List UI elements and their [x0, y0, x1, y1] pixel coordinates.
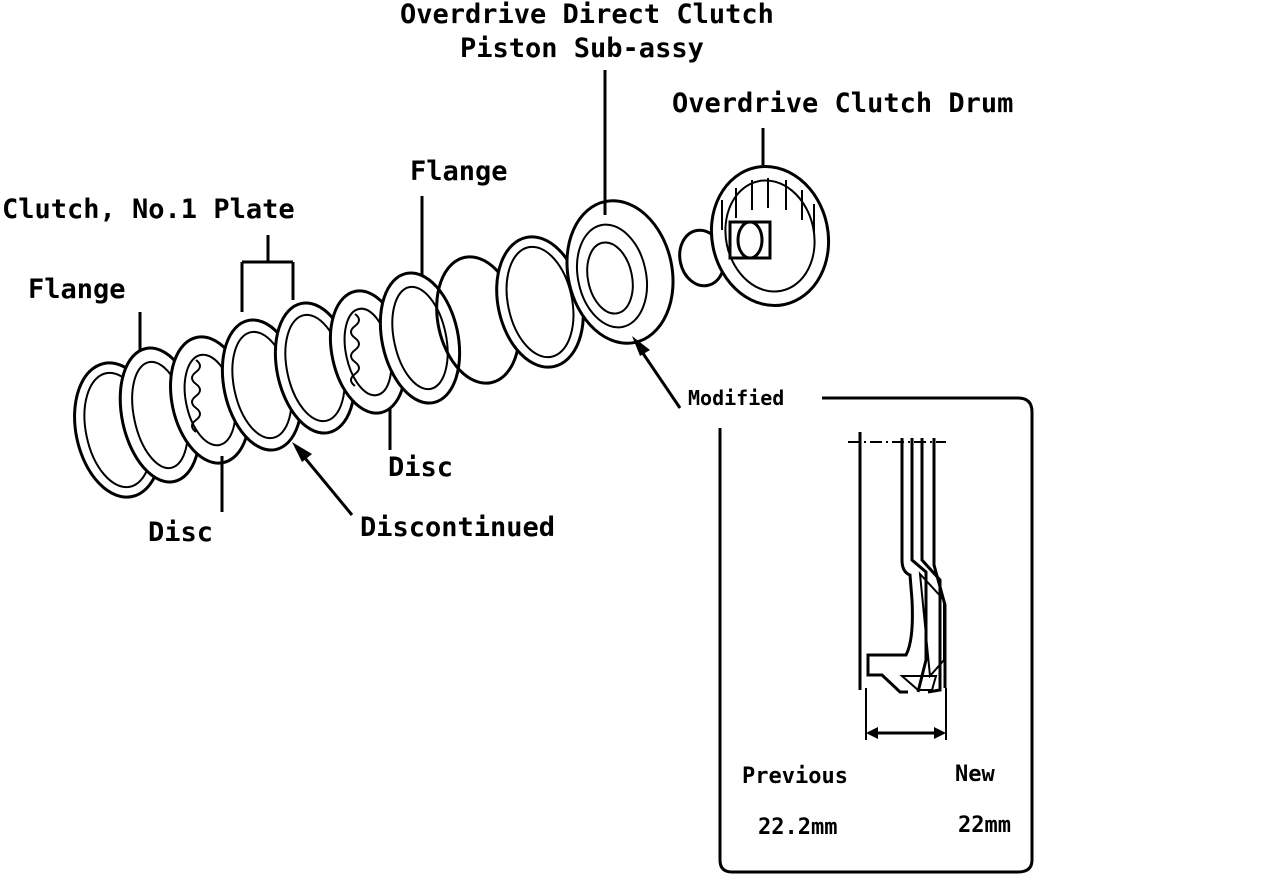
bracket-clutch-plate: [240, 235, 295, 312]
label-overdrive-direct-clutch-line2: Piston Sub-assy: [460, 33, 704, 64]
label-flange-left: Flange: [28, 274, 126, 305]
label-previous: Previous: [742, 764, 848, 789]
value-new: 22mm: [958, 813, 1011, 838]
arrow-modified: [632, 336, 682, 409]
piston-cross-section: [848, 432, 947, 740]
label-disc-left: Disc: [148, 517, 213, 548]
detail-box: [718, 396, 1034, 874]
label-disc-right: Disc: [388, 452, 453, 483]
label-flange-top: Flange: [410, 156, 508, 187]
label-modified: Modified: [688, 386, 784, 410]
label-overdrive-clutch-drum: Overdrive Clutch Drum: [672, 88, 1013, 119]
label-new: New: [955, 762, 995, 787]
value-previous: 22.2mm: [758, 815, 837, 840]
arrow-discontinued: [292, 442, 354, 516]
label-clutch-no1-plate: Clutch, No.1 Plate: [2, 194, 295, 225]
label-overdrive-direct-clutch-line1: Overdrive Direct Clutch: [400, 0, 774, 30]
flange-top-part: [378, 271, 462, 405]
label-discontinued: Discontinued: [360, 512, 555, 543]
clutch-drum: [709, 164, 831, 308]
